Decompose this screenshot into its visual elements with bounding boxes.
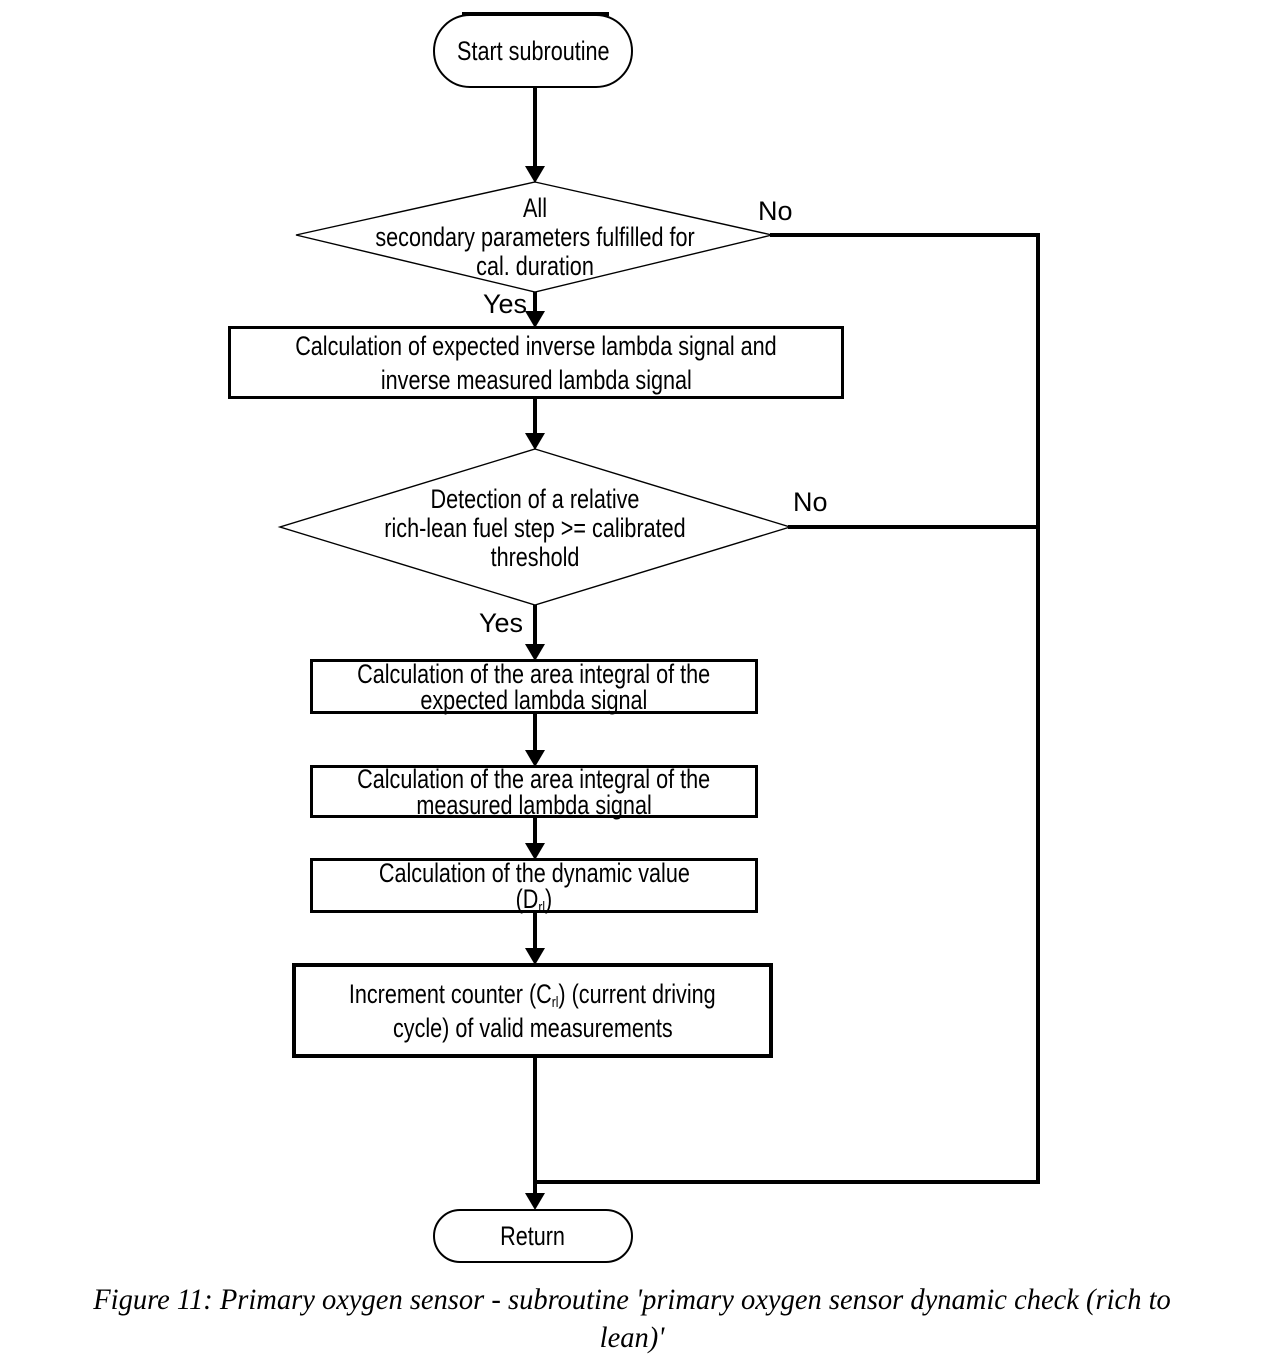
return-label: Return xyxy=(500,1221,566,1251)
edge-label-yes-1: Yes xyxy=(482,289,527,319)
arrowhead-into-decision2 xyxy=(525,433,545,450)
start-node-top-bar xyxy=(462,12,609,16)
arrowhead-into-process3 xyxy=(525,750,545,767)
figure-caption-line2: lean)' xyxy=(599,1321,665,1354)
node-return: Return xyxy=(433,1209,633,1263)
edge-label-yes-2: Yes xyxy=(478,608,523,638)
arrowhead-into-decision1 xyxy=(525,166,545,183)
arrowhead-into-process2 xyxy=(525,644,545,661)
node-calc-area-integral-measured: Calculation of the area integral of the … xyxy=(310,765,758,818)
arrowhead-into-process4 xyxy=(525,843,545,860)
node-calc-area-integral-expected: Calculation of the area integral of the … xyxy=(310,659,758,714)
node-start-subroutine: Start subroutine xyxy=(433,14,633,88)
start-label: Start subroutine xyxy=(456,36,610,66)
node-increment-counter: Increment counter (Crl) (current driving… xyxy=(292,963,773,1058)
edge-label-no-1: No xyxy=(758,196,793,226)
arrowhead-into-process5 xyxy=(525,948,545,965)
arrowhead-into-return xyxy=(525,1193,545,1210)
figure-caption: Figure 11: Primary oxygen sensor - subro… xyxy=(0,1281,1264,1357)
node-calc-dynamic-value: Calculation of the dynamic value (Drl) xyxy=(310,858,758,916)
figure-caption-line1: Figure 11: Primary oxygen sensor - subro… xyxy=(93,1283,1171,1316)
node-decision-rich-lean-fuel-step: Detection of a relative rich-lean fuel s… xyxy=(384,484,686,572)
edge-decision1-no xyxy=(537,233,1040,1184)
edge-label-no-2: No xyxy=(793,487,828,517)
arrowhead-into-process1 xyxy=(525,311,545,328)
node-calc-inverse-lambda-signals: Calculation of expected inverse lambda s… xyxy=(228,326,844,399)
subscript-rl: rl xyxy=(538,898,546,916)
node-decision-secondary-parameters: All secondary parameters fulfilled for c… xyxy=(375,193,695,281)
subscript-rl: rl xyxy=(551,993,559,1011)
